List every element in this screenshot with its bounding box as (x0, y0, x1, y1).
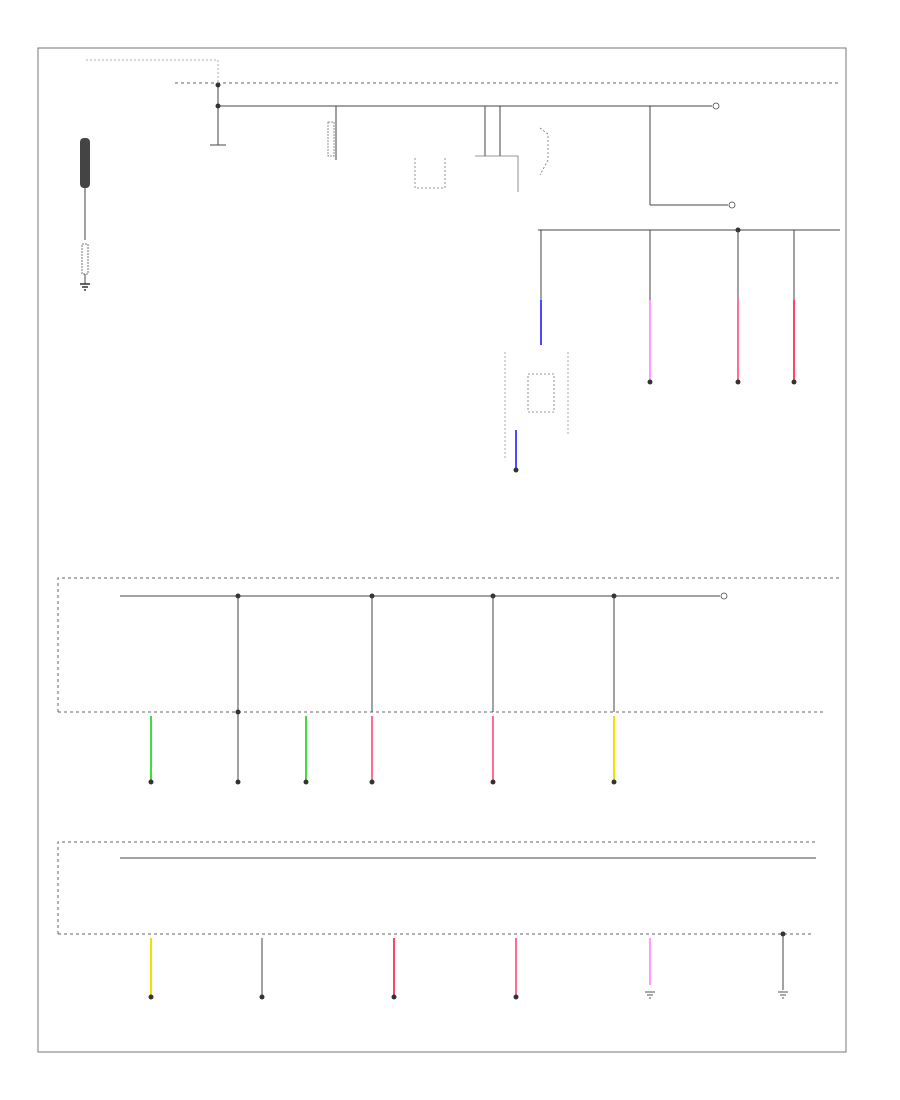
horn-relay-icon (475, 155, 519, 192)
fusible-link-icon (80, 138, 90, 188)
junction-node (215, 82, 221, 88)
diagram-frame (37, 47, 847, 1053)
terminal-node (735, 379, 741, 385)
battery-icon (81, 243, 89, 275)
battery-dashed-outline (86, 59, 219, 83)
terminal-node (391, 994, 397, 1000)
bottom-dashed-box (57, 841, 816, 935)
junction-node (215, 103, 221, 109)
terminal-node (259, 994, 265, 1000)
terminal-node (369, 779, 375, 785)
ground-icon (80, 283, 90, 291)
terminal-node (611, 779, 617, 785)
component-box (527, 373, 555, 413)
relay-icon (414, 158, 446, 189)
ground-icon (645, 991, 655, 999)
terminal-node (513, 994, 519, 1000)
terminal-node (490, 779, 496, 785)
connector-arrow-icon (712, 102, 720, 110)
terminal-node (235, 709, 241, 715)
terminal-node (148, 779, 154, 785)
switch-icon (539, 127, 549, 176)
terminal-node (647, 379, 653, 385)
connector-arrow-icon (720, 592, 728, 600)
terminal-node (513, 467, 519, 473)
terminal-node (303, 779, 309, 785)
fuse-icon (327, 121, 335, 157)
middle-dashed-box (57, 577, 840, 713)
connector-arrow-icon (728, 201, 736, 209)
junction-node (780, 931, 786, 937)
terminal-node (148, 994, 154, 1000)
terminal-node (235, 779, 241, 785)
terminal-node (791, 379, 797, 385)
ground-icon (778, 991, 788, 999)
